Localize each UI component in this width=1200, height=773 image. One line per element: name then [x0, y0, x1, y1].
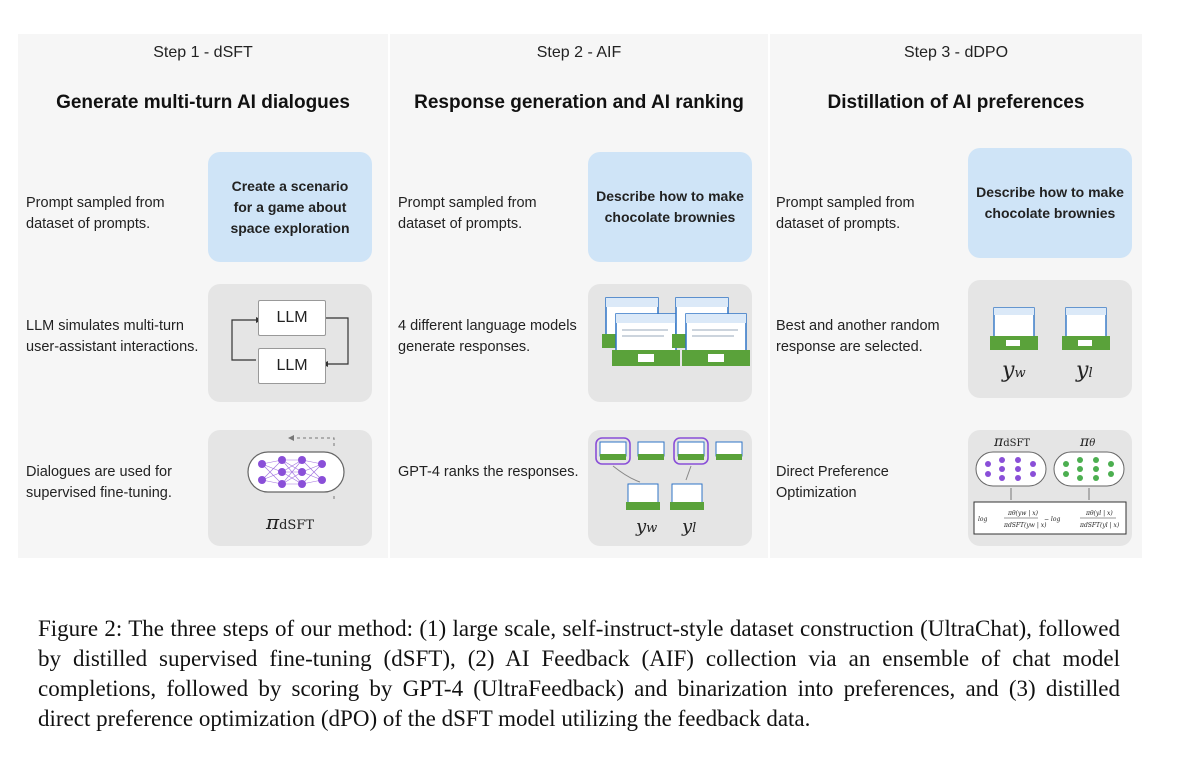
step-3-label: Step 3 - dDPO — [903, 44, 1009, 61]
neural-network-icon — [247, 435, 345, 502]
svg-text:πθ(yw | x): πθ(yw | x) — [1007, 510, 1039, 517]
gpt4-ranking-diagram: yw yl — [588, 430, 752, 546]
svg-text:πdSFT(yl | x): πdSFT(yl | x) — [1079, 522, 1120, 529]
dpo-diagram: πdSFT πθ — [968, 430, 1132, 546]
llm-box-top: LLM — [258, 300, 326, 336]
selected-cards-icon — [990, 307, 1110, 350]
pi-subscript: dSFT — [279, 518, 315, 533]
step-3-prompt-box: Describe how to make chocolate brownies — [968, 148, 1132, 258]
step-1-panel: Step 1 - dSFT Generate multi-turn AI dia… — [18, 34, 388, 558]
step-1-prompt-box: Create a scenario for a game about space… — [208, 152, 372, 262]
step-3-row-3-text: Direct Preference Optimization — [776, 464, 889, 501]
four-responses-diagram — [588, 284, 752, 402]
step-2-row-3-text: GPT-4 ranks the responses. — [398, 464, 579, 480]
step-2-label: Step 2 - AIF — [536, 44, 622, 61]
ranking-cards-icon — [595, 437, 743, 510]
y-w-label: yw — [636, 516, 658, 537]
llm-loop-diagram: LLM LLM — [208, 284, 372, 402]
step-1-row-3-text: Dialogues are used for supervised fine-t… — [26, 464, 172, 501]
svg-text:πθ(yl | x): πθ(yl | x) — [1085, 510, 1113, 517]
step-1-row-1-text: Prompt sampled from dataset of prompts. — [26, 195, 165, 232]
pi-theta-subscript: θ — [1089, 438, 1096, 449]
y-l-label: yl — [682, 516, 697, 537]
step-2-row-2-text: 4 different language models generate res… — [398, 318, 577, 355]
pi-dsft-subscript: dSFT — [1003, 438, 1031, 449]
y-l-label-step3: yl — [1076, 358, 1093, 383]
dsft-network-diagram: πdSFT — [208, 430, 372, 546]
y-w-label-step3: yw — [1002, 358, 1026, 383]
step-1-label: Step 1 - dSFT — [153, 44, 253, 61]
pi-theta-head: πθ — [1080, 434, 1096, 450]
step-3-panel: Step 3 - dDPO Distillation of AI prefere… — [770, 34, 1142, 558]
step-2-title: Response generation and AI ranking — [414, 92, 744, 113]
method-figure: Step 1 - dSFT Generate multi-turn AI dia… — [18, 34, 1142, 558]
selected-responses-diagram: yw yl — [968, 280, 1132, 398]
step-3-title: Distillation of AI preferences — [827, 92, 1085, 113]
step-1-row-2-text: LLM simulates multi-turn user-assistant … — [26, 318, 199, 355]
pi-dsft-head: πdSFT — [994, 434, 1031, 450]
figure-caption: Figure 2: The three steps of our method:… — [38, 616, 1120, 731]
pi-symbol: π — [265, 510, 280, 534]
step-3-row-1-text: Prompt sampled from dataset of prompts. — [776, 195, 915, 232]
step-2-row-1-text: Prompt sampled from dataset of prompts. — [398, 195, 537, 232]
step-2-prompt-box: Describe how to make chocolate brownies — [588, 152, 752, 262]
recipe-cards-icon — [602, 297, 750, 366]
svg-text:log: log — [978, 516, 988, 523]
llm-box-bottom: LLM — [258, 348, 326, 384]
pi-dsft-label: πdSFT — [208, 510, 372, 534]
svg-text:− log: − log — [1044, 516, 1060, 523]
dpo-networks-icon: log πθ(yw | x) πdSFT(yw | x) − log πθ(yl… — [973, 451, 1127, 535]
step-1-title: Generate multi-turn AI dialogues — [56, 92, 350, 113]
step-2-panel: Step 2 - AIF Response generation and AI … — [390, 34, 768, 558]
step-3-row-2-text: Best and another random response are sel… — [776, 318, 940, 355]
svg-text:πdSFT(yw | x): πdSFT(yw | x) — [1003, 522, 1047, 529]
